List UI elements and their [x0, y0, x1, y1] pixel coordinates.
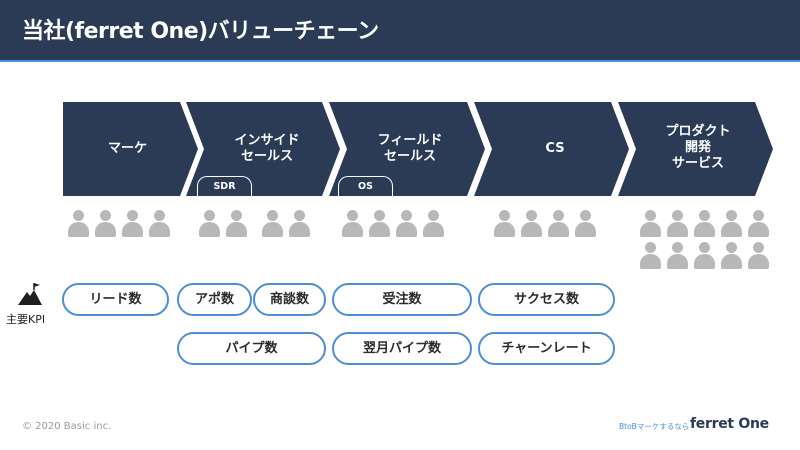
person-icon — [575, 210, 596, 238]
people-group-field-sales — [342, 210, 444, 238]
person-icon — [95, 210, 116, 238]
kpi-pill-orders: 受注数 — [332, 283, 472, 316]
kpi-pill-success: サクセス数 — [478, 283, 615, 316]
person-icon — [748, 210, 769, 238]
brand-logo: ferret One — [690, 416, 769, 432]
person-icon — [548, 210, 569, 238]
person-icon — [721, 210, 742, 238]
person-icon — [262, 210, 283, 238]
person-icon — [423, 210, 444, 238]
kpi-pill-next-month-pipeline: 翌月パイプ数 — [332, 332, 472, 365]
stage-label-marketing: マーケ — [107, 141, 147, 156]
stage-label-field-sales: フィールド セールス — [377, 133, 443, 164]
stage-label-inside-sales: インサイド セールス — [234, 133, 300, 164]
stage-label-product: プロダクト 開発 サービス — [665, 124, 731, 171]
person-icon — [667, 210, 688, 238]
stage-arrow-field-sales — [329, 102, 485, 196]
header-bar: 当社(ferret One)バリューチェーン — [0, 0, 800, 62]
people-group-cs — [494, 210, 596, 238]
person-icon — [342, 210, 363, 238]
people-group-marketing — [68, 210, 170, 238]
kpi-pill-appointments: アポ数 — [177, 283, 252, 316]
kpi-pill-pipeline: パイプ数 — [177, 332, 326, 365]
stage-label-cs: CS — [545, 141, 565, 156]
person-icon — [369, 210, 390, 238]
people-group-inside-sales-a — [199, 210, 247, 238]
person-icon — [521, 210, 542, 238]
page-title: 当社(ferret One)バリューチェーン — [22, 19, 379, 44]
people-group-product-top — [640, 210, 769, 238]
kpi-pill-churn-rate: チャーンレート — [478, 332, 615, 365]
copyright-text: © 2020 Basic inc. — [22, 421, 112, 432]
person-icon — [122, 210, 143, 238]
person-icon — [748, 242, 769, 270]
stage-arrow-inside-sales — [186, 102, 340, 196]
person-icon — [149, 210, 170, 238]
person-icon — [289, 210, 310, 238]
footer-tagline: BtoBマーケするなら — [619, 422, 690, 431]
stage-arrow-product — [618, 102, 773, 196]
person-icon — [396, 210, 417, 238]
sdr-tab: SDR — [197, 176, 252, 196]
person-icon — [640, 242, 661, 270]
os-tab: OS — [338, 176, 393, 196]
people-group-product-bottom — [640, 242, 769, 270]
people-group-inside-sales-b — [262, 210, 310, 238]
person-icon — [68, 210, 89, 238]
mountain-flag-icon — [18, 283, 42, 305]
stage-arrow-cs — [474, 102, 629, 196]
person-icon — [694, 242, 715, 270]
person-icon — [494, 210, 515, 238]
kpi-pill-deals: 商談数 — [253, 283, 326, 316]
person-icon — [226, 210, 247, 238]
kpi-pill-leads: リード数 — [62, 283, 169, 316]
person-icon — [721, 242, 742, 270]
person-icon — [640, 210, 661, 238]
kpi-heading: 主要KPI — [6, 313, 46, 326]
person-icon — [199, 210, 220, 238]
stage-arrow-marketing — [63, 102, 198, 196]
person-icon — [667, 242, 688, 270]
person-icon — [694, 210, 715, 238]
